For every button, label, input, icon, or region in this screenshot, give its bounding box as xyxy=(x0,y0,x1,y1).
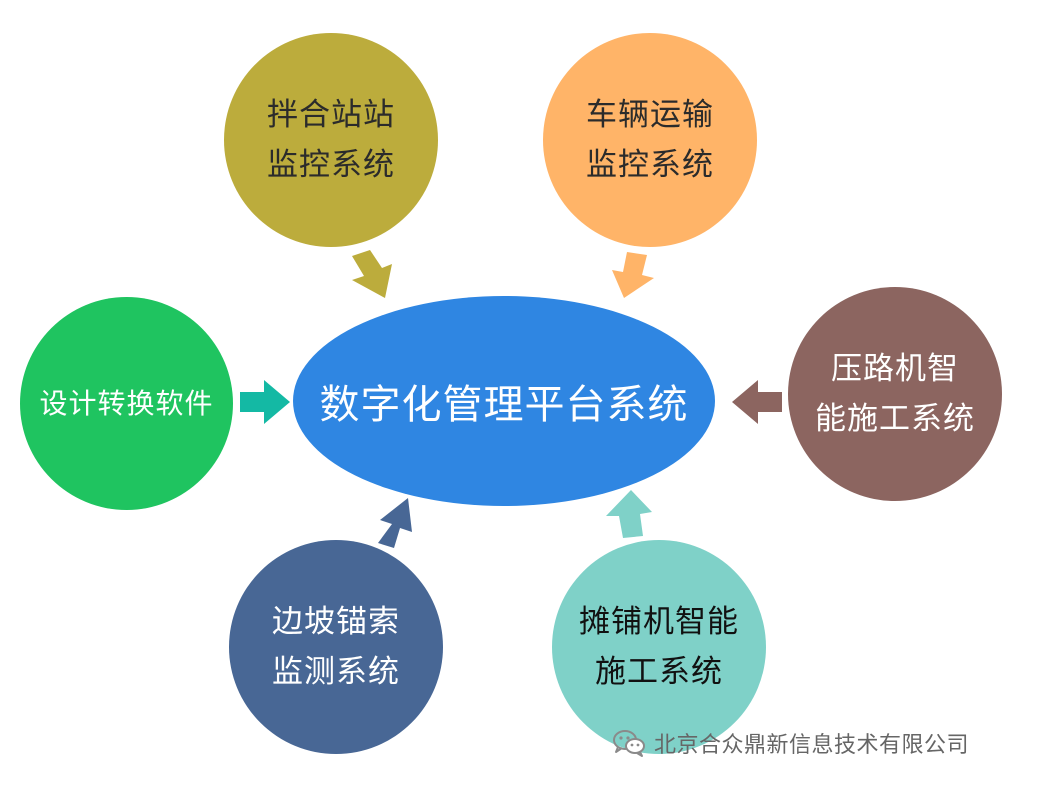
watermark: 北京合众鼎新信息技术有限公司 xyxy=(612,725,969,761)
node-mixing-station-monitoring: 拌合站站 监控系统 xyxy=(224,33,438,247)
center-label: 数字化管理平台系统 xyxy=(319,382,689,428)
node-label-line1: 设计转换软件 xyxy=(39,386,214,420)
node-label-line1: 车辆运输 xyxy=(586,97,714,133)
node-label-line2: 施工系统 xyxy=(595,654,723,690)
node-label-line2: 能施工系统 xyxy=(815,401,975,437)
node-label-line1: 摊铺机智能 xyxy=(579,604,739,640)
arrow-vehicle-to-center xyxy=(612,252,654,298)
node-label-line1: 拌合站站 xyxy=(267,97,395,133)
arrow-slope-to-center xyxy=(378,498,412,548)
arrow-roller-to-center xyxy=(732,380,782,424)
node-design-conversion-software: 设计转换软件 xyxy=(20,297,233,510)
node-label-line1: 边坡锚索 xyxy=(272,604,400,640)
node-label-line2: 监控系统 xyxy=(267,147,395,183)
node-vehicle-transport-monitoring: 车辆运输 监控系统 xyxy=(543,33,757,247)
wechat-icon xyxy=(613,730,645,757)
node-label-line2: 监测系统 xyxy=(272,654,400,690)
center-digital-platform: 数字化管理平台系统 xyxy=(293,296,715,506)
node-label-line1: 压路机智 xyxy=(831,351,959,387)
node-roller-intelligent-construction: 压路机智 能施工系统 xyxy=(788,287,1002,501)
node-slope-anchor-monitoring: 边坡锚索 监测系统 xyxy=(229,540,443,754)
node-paver-intelligent-construction: 摊铺机智能 施工系统 xyxy=(552,540,766,754)
arrow-paver-to-center xyxy=(606,490,652,538)
node-label-line2: 监控系统 xyxy=(586,147,714,183)
arrow-design-to-center xyxy=(240,380,290,424)
watermark-text: 北京合众鼎新信息技术有限公司 xyxy=(654,733,970,758)
arrow-mixing-to-center xyxy=(352,250,392,298)
